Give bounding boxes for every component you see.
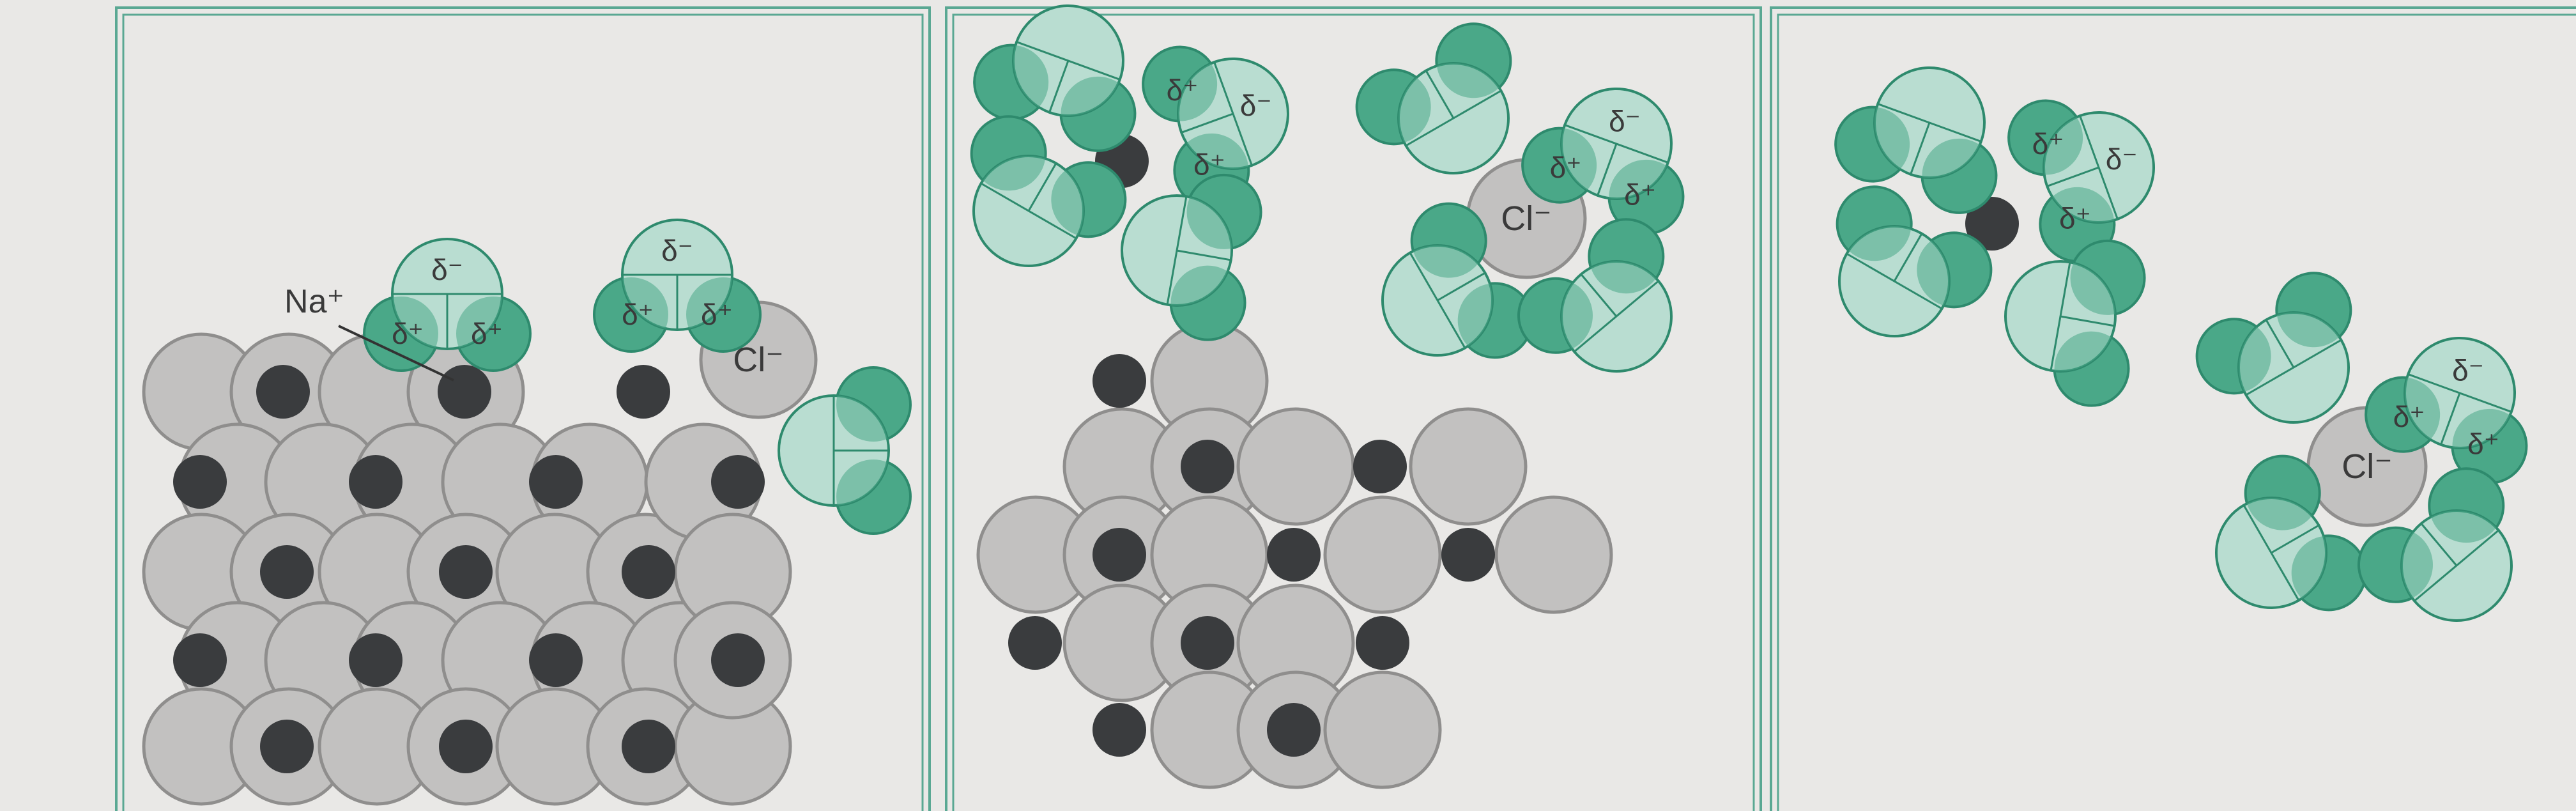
sodium-ion	[1181, 440, 1234, 493]
sodium-ion	[622, 545, 675, 599]
water-molecule: δ⁺ δ⁺δ⁻	[593, 219, 762, 353]
delta-minus-label: δ⁻	[431, 253, 463, 286]
sodium-ion	[1092, 354, 1146, 408]
water-molecule	[2357, 467, 2513, 622]
water-molecule	[1355, 22, 1512, 174]
chloride-ion	[1323, 495, 1442, 614]
sodium-ion	[256, 365, 310, 419]
chloride-ion	[1323, 670, 1442, 789]
chloride-label: Cl⁻	[1501, 199, 1552, 238]
delta-plus-label: δ⁺	[1550, 151, 1582, 184]
sodium-ion	[529, 455, 583, 509]
delta-minus-label: δ⁻	[1240, 89, 1272, 122]
chloride-ion	[1236, 407, 1355, 526]
sodium-leader-line	[338, 325, 454, 382]
sodium-ion	[1092, 528, 1146, 582]
water-molecule: δ⁺ δ⁺δ⁻	[363, 238, 532, 372]
sodium-ion	[711, 455, 765, 509]
water-molecule: δ⁺δ⁺δ⁻	[1142, 45, 1289, 209]
water-molecule	[1517, 218, 1673, 373]
delta-minus-label: δ⁻	[2106, 143, 2138, 176]
delta-plus-label: δ⁺	[2467, 427, 2499, 460]
hydrated-sodium-ion	[1965, 197, 2019, 251]
water-molecule	[778, 366, 912, 535]
chloride-ion	[1409, 407, 1528, 526]
panel-borders	[115, 6, 2576, 811]
sodium-ion	[1267, 528, 1321, 582]
sodium-label: Na⁺	[284, 283, 344, 320]
sodium-ion	[173, 633, 227, 687]
sodium-ion	[622, 720, 675, 773]
sodium-ion	[349, 455, 402, 509]
sodium-ion	[1353, 440, 1407, 493]
delta-plus-label: δ⁺	[1624, 178, 1656, 211]
delta-plus-label: δ⁺	[701, 298, 733, 331]
sodium-ion	[1092, 703, 1146, 757]
sodium-ion	[1356, 616, 1409, 670]
sodium-ion	[617, 365, 670, 419]
chloride-label: Cl⁻	[2342, 447, 2393, 486]
delta-plus-label: δ⁺	[2393, 400, 2425, 433]
sodium-ion	[438, 365, 491, 419]
delta-minus-label: δ⁻	[2452, 353, 2484, 387]
water-molecule	[2195, 272, 2352, 424]
delta-plus-label: δ⁺	[392, 317, 424, 350]
panel-2-crystal	[976, 321, 1613, 789]
delta-plus-label: δ⁺	[2032, 127, 2064, 160]
chloride-ion	[1494, 495, 1613, 614]
water-molecules: δ⁺δ⁺δ⁻δ⁺δ⁺δ⁻δ⁺δ⁺δ⁻δ⁺δ⁺δ⁻δ⁺δ⁺δ⁻δ⁺δ⁺δ⁻	[363, 4, 2528, 622]
sodium-ion	[260, 545, 314, 599]
sodium-ion	[1008, 616, 1062, 670]
delta-plus-label: δ⁺	[471, 317, 503, 350]
panel-border-2	[945, 6, 1762, 811]
delta-plus-label: δ⁺	[622, 298, 654, 331]
crystal-lattices	[142, 321, 1613, 806]
water-molecule	[1834, 66, 1998, 214]
sodium-ion	[260, 720, 314, 773]
sodium-ion	[711, 633, 765, 687]
labels: Cl⁻ Na⁺ Cl⁻ Cl⁻	[284, 199, 2393, 486]
delta-minus-label: δ⁻	[1609, 104, 1641, 137]
delta-plus-label: δ⁺	[2059, 201, 2091, 235]
water-molecule: δ⁺ δ⁺ δ⁻	[2365, 337, 2528, 484]
delta-plus-label: δ⁺	[1167, 73, 1199, 107]
sodium-ion	[173, 455, 227, 509]
water-molecule	[973, 4, 1137, 152]
panel-border-3	[1770, 6, 2576, 811]
sodium-ion	[439, 545, 493, 599]
sodium-ion	[1267, 703, 1321, 757]
sodium-ion	[439, 720, 493, 773]
water-molecule: δ⁺ δ⁺ δ⁻	[1521, 88, 1685, 235]
water-molecule	[970, 115, 1127, 267]
sodium-ion	[1181, 616, 1234, 670]
panel-border-1	[115, 6, 931, 811]
water-molecule	[1836, 185, 1993, 337]
water-molecule	[2215, 454, 2367, 612]
water-molecule	[1121, 173, 1262, 341]
chloride-label: Cl⁻	[733, 341, 784, 379]
sodium-ion	[1441, 528, 1495, 582]
delta-minus-label: δ⁻	[661, 234, 693, 267]
panel-1-crystal	[142, 332, 792, 806]
sodium-ion	[349, 633, 402, 687]
water-molecule: δ⁺ δ⁺ δ⁻	[2007, 99, 2155, 263]
sodium-ion	[529, 633, 583, 687]
water-molecule	[1381, 202, 1533, 359]
water-molecule	[2004, 239, 2146, 407]
